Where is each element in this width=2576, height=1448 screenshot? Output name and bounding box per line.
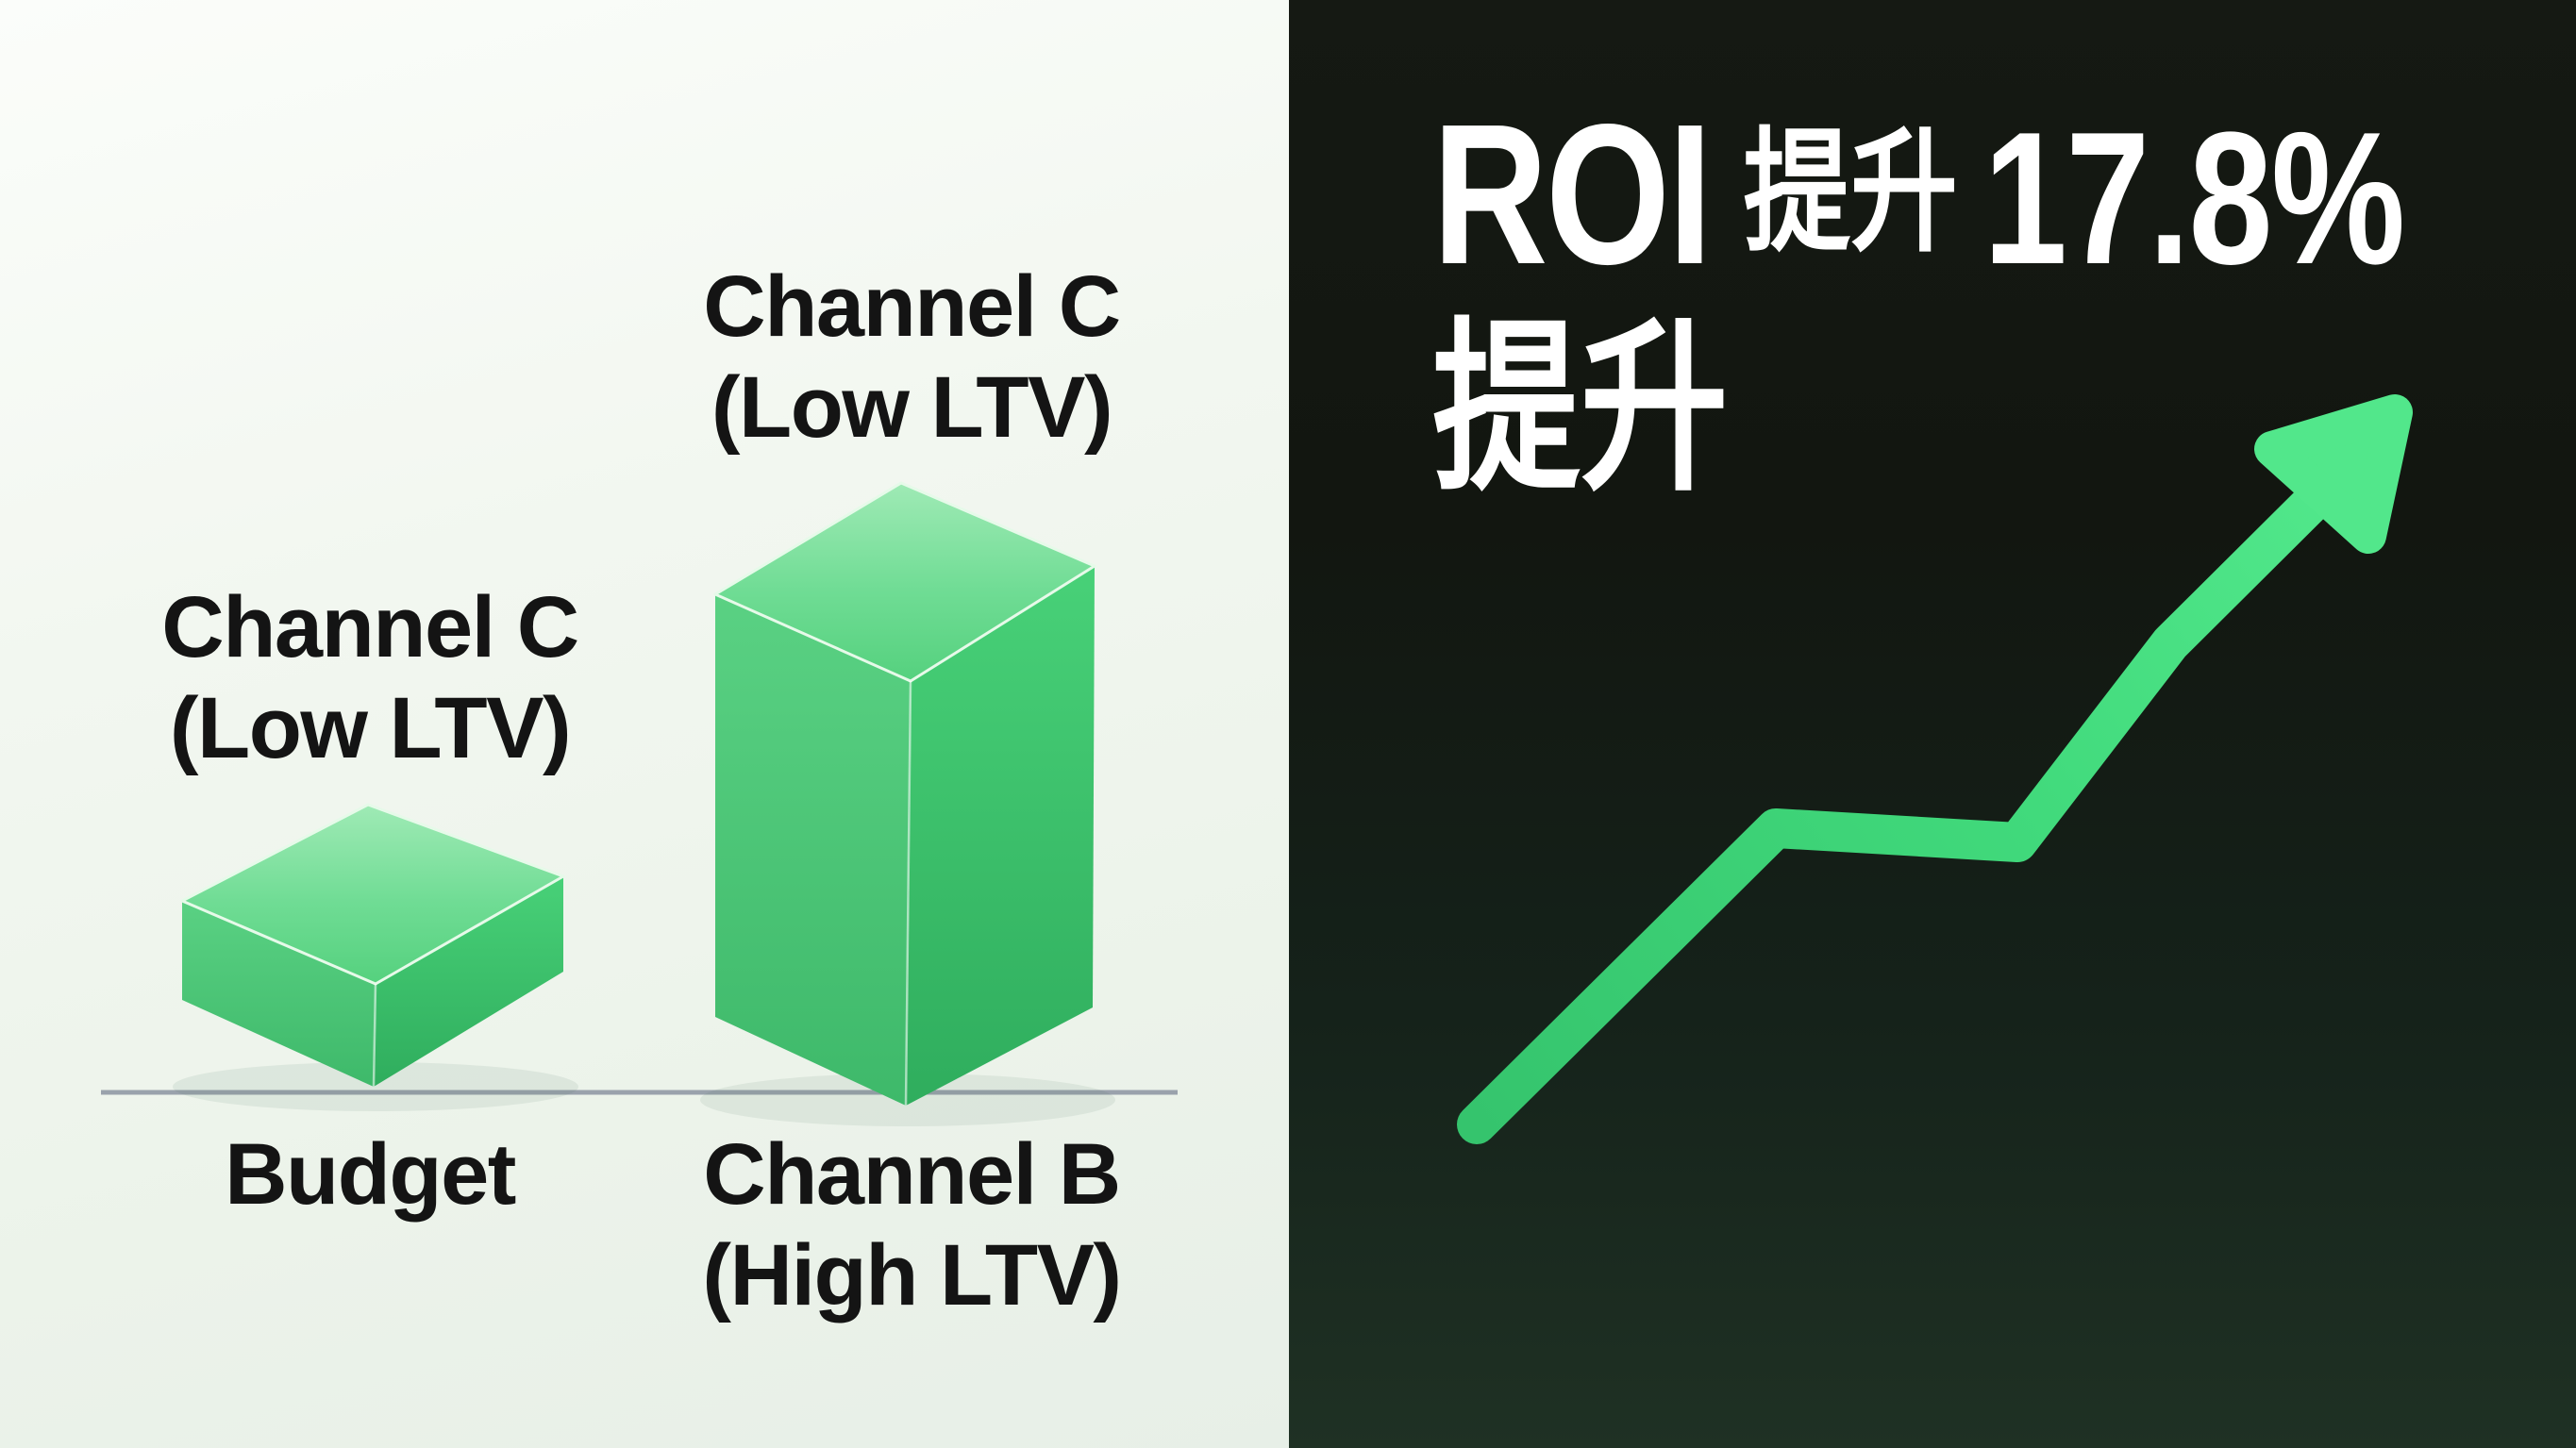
trend-arrow-graphic [1457, 394, 2413, 1144]
roi-text: ROI [1432, 82, 1713, 306]
roi-value: 17.8% [1982, 93, 2405, 304]
bar-small-top-label-line1: Channel C [161, 579, 579, 675]
bar-tall-axis-label-line1: Channel B [703, 1126, 1121, 1223]
bar-tall-left-face [715, 594, 911, 1106]
3d-bar-chart [101, 481, 1178, 1126]
bar-small-right-face [374, 876, 563, 1087]
bar-tall-top-face [713, 481, 1096, 683]
bar-small-top-label: Channel C (Low LTV) [125, 577, 615, 778]
trend-arrow-head [2254, 394, 2413, 554]
bar-tall-top-label-line2: (Low LTV) [711, 358, 1113, 456]
bar-small-top-face [180, 803, 565, 986]
trend-arrow-line [1457, 457, 2358, 1144]
lift-text-large: 提升 [1432, 306, 1729, 512]
bar-small-shadow [173, 1062, 578, 1111]
bar-small-top-label-line2: (Low LTV) [169, 679, 572, 776]
bar-small-axis-label: Budget [125, 1124, 615, 1225]
lift-text-small: 提升 [1743, 118, 1958, 268]
bar-small-axis-label-line1: Budget [225, 1126, 516, 1223]
bar-tall-top-label: Channel C (Low LTV) [666, 257, 1157, 458]
bar-tall-top-label-line1: Channel C [703, 258, 1121, 355]
bar-small-front-edge-highlight [372, 983, 377, 1088]
bar-small [180, 803, 565, 1088]
bar-tall-axis-label: Channel B (High LTV) [666, 1124, 1157, 1325]
bar-small-left-face [182, 901, 376, 1087]
bar-tall-right-face [906, 566, 1095, 1106]
bar-tall [713, 481, 1096, 1107]
budget-allocation-panel: Channel C (Low LTV) Channel C (Low LTV) … [0, 0, 1289, 1448]
bar-tall-front-edge-highlight [904, 680, 912, 1107]
bar-tall-axis-label-line2: (High LTV) [702, 1226, 1122, 1323]
